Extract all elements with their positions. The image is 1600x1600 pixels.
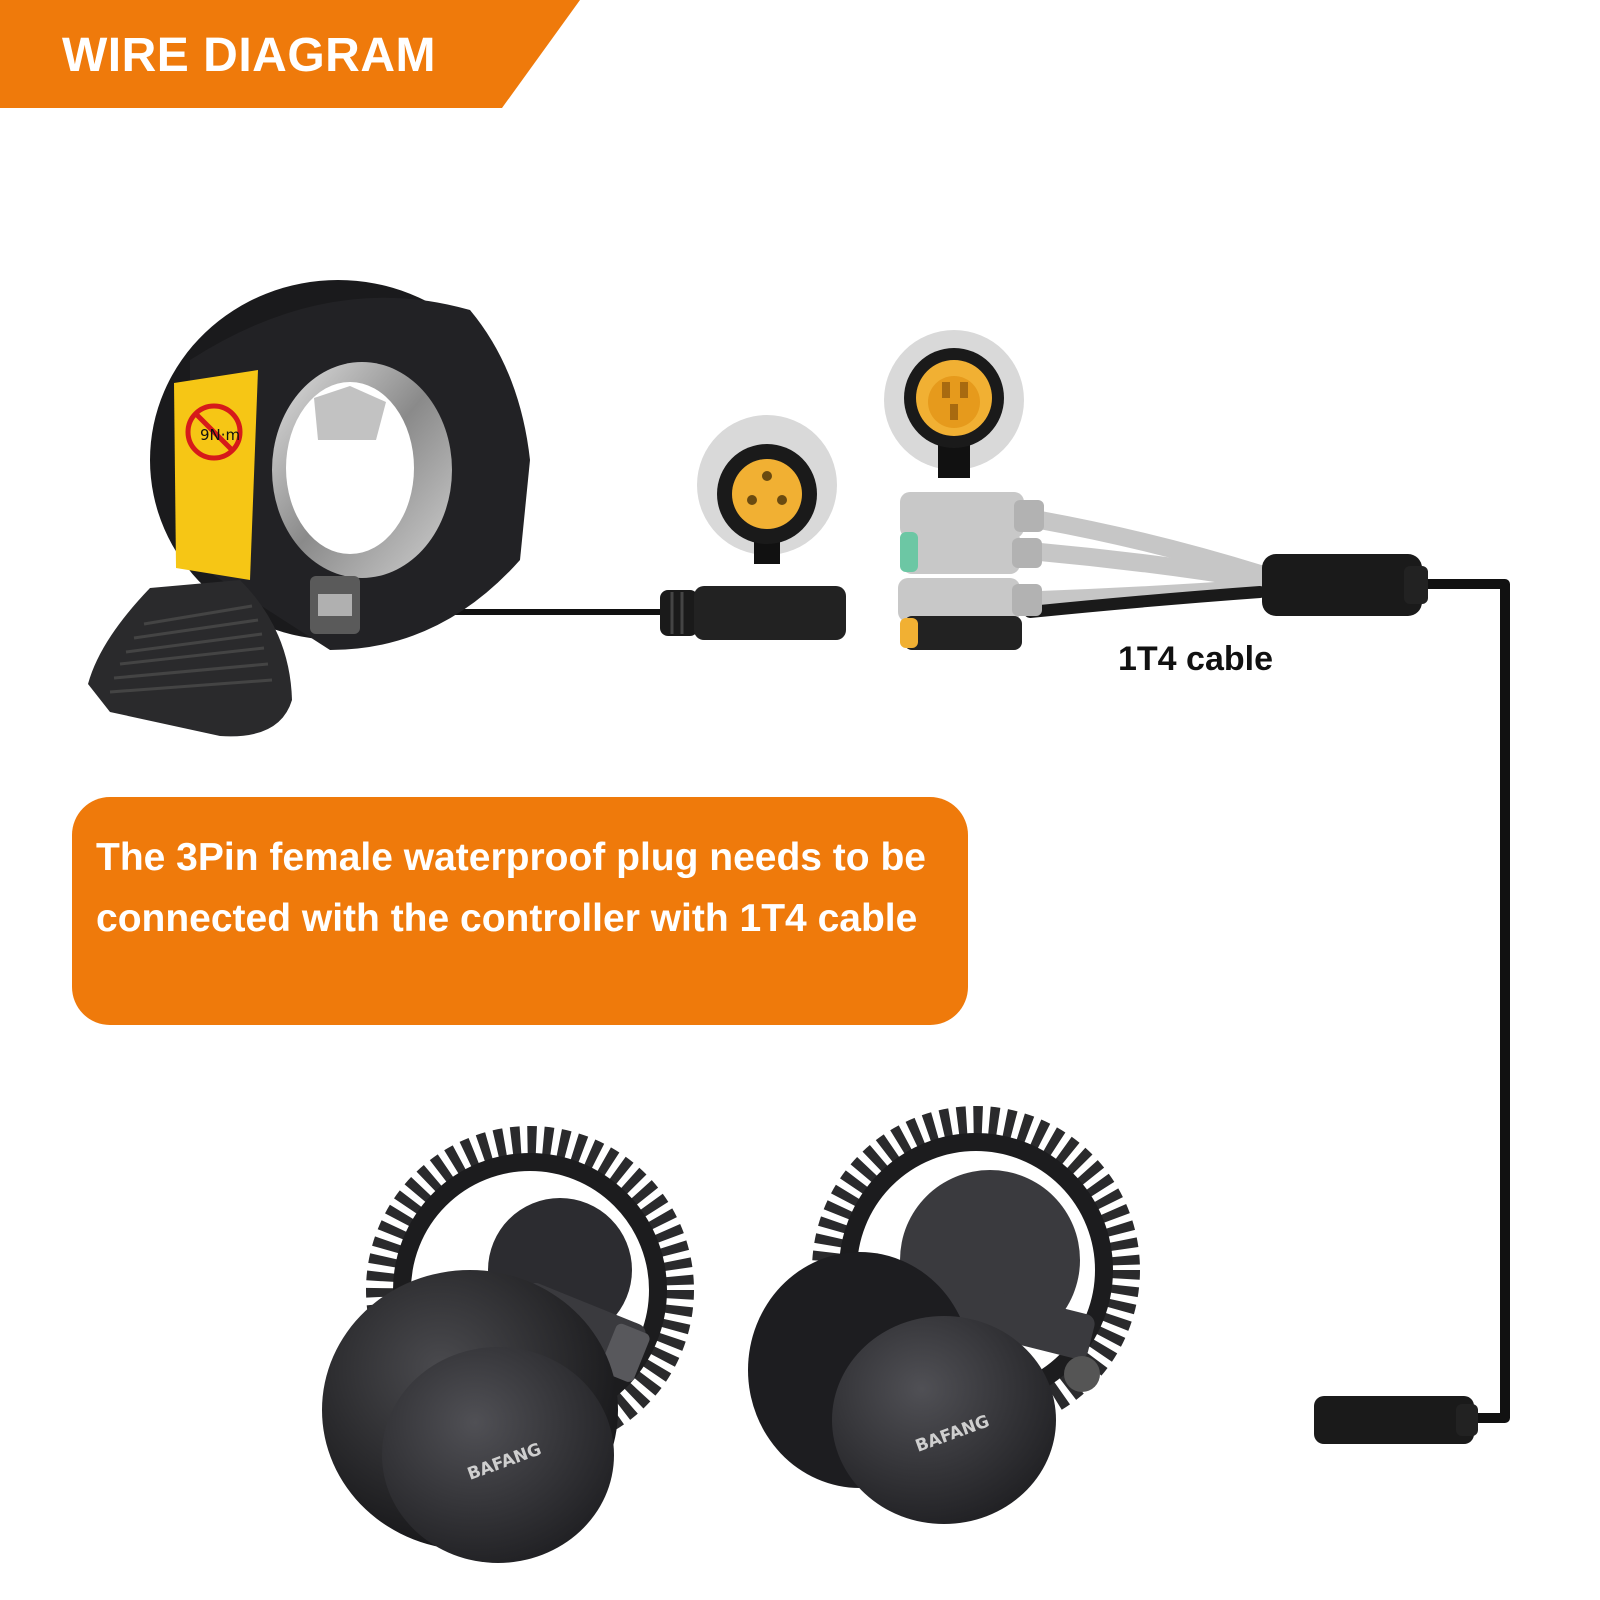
male-plug-closeup [884,330,1024,478]
header-banner [0,0,580,108]
thumb-throttle-icon: 9N·m [88,280,530,737]
mid-drive-motor-icon: BAFANG [748,1106,1140,1524]
sticker-torque: 9N·m [200,426,240,444]
note-box: The 3Pin female waterproof plug needs to… [72,797,968,1025]
mid-drive-motor-icon: BAFANG [322,1126,694,1563]
end-connector-icon [1314,1396,1478,1444]
cable-label: 1T4 cable [1118,640,1273,678]
note-text: The 3Pin female waterproof plug needs to… [96,836,926,940]
header-title: WIRE DIAGRAM [62,29,436,82]
female-plug-closeup [697,415,837,564]
3pin-female-plug-icon [660,586,846,640]
warning-sticker: 9N·m [174,370,258,580]
1t4-cable-splitter [898,492,1428,650]
